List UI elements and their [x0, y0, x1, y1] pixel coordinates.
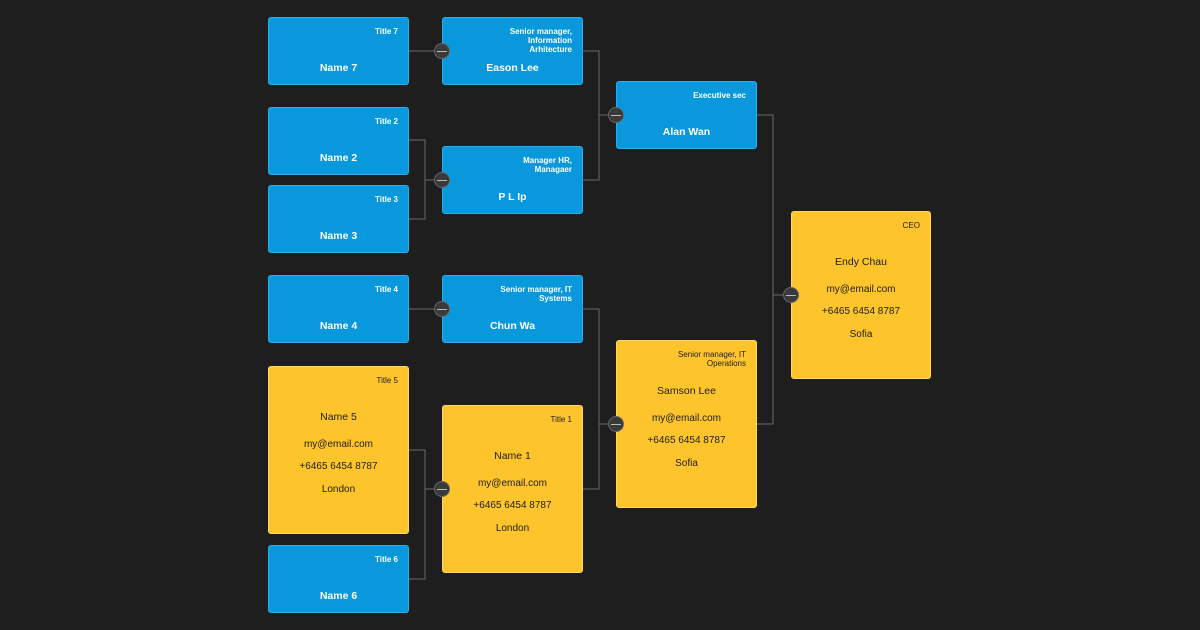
card-name-1[interactable]: Title 1 Name 1 my@email.com +6465 6454 8… [442, 405, 583, 573]
card-name: P L Ip [498, 191, 527, 203]
card-name-5[interactable]: Title 5 Name 5 my@email.com +6465 6454 8… [268, 366, 409, 534]
card-title: Executive sec [693, 91, 746, 100]
card-title: Senior manager, IT Systems [500, 285, 572, 303]
card-name-7[interactable]: Title 7 Name 7 [268, 17, 409, 85]
card-phone: +6465 6454 8787 [299, 461, 378, 472]
collapse-toggle-eason[interactable] [434, 43, 450, 59]
collapse-toggle-samson[interactable] [608, 416, 624, 432]
collapse-toggle-name-1[interactable] [434, 481, 450, 497]
card-name: Endy Chau [835, 256, 887, 268]
card-name: Chun Wa [489, 320, 536, 332]
card-pl-ip[interactable]: Manager HR, Managaer P L Ip [442, 146, 583, 214]
card-title: Title 5 [376, 376, 399, 385]
card-title: Title 4 [375, 285, 398, 294]
card-eason-lee[interactable]: Senior manager, Information Arhitecture … [442, 17, 583, 85]
card-email: my@email.com [826, 284, 896, 295]
card-samson-lee[interactable]: Senior manager, IT Operations Samson Lee… [616, 340, 757, 508]
card-title: Title 6 [375, 555, 398, 564]
card-title: CEO [902, 221, 920, 230]
card-name: Name 4 [319, 320, 358, 332]
card-chun-wa[interactable]: Senior manager, IT Systems Chun Wa [442, 275, 583, 343]
card-title: Senior manager, IT Operations [677, 350, 746, 368]
card-name-2[interactable]: Title 2 Name 2 [268, 107, 409, 175]
card-title: Title 7 [375, 27, 398, 36]
card-title: Senior manager, Information Arhitecture [509, 27, 572, 54]
card-email: my@email.com [303, 439, 374, 450]
card-city: London [495, 523, 530, 534]
card-name: Eason Lee [486, 62, 539, 74]
card-city: Sofia [849, 329, 873, 340]
card-name: Alan Wan [662, 126, 711, 138]
card-title: Title 1 [550, 415, 573, 424]
card-name: Name 5 [320, 411, 357, 423]
card-name: Name 6 [319, 590, 358, 602]
card-title: Manager HR, Managaer [523, 156, 572, 174]
card-title: Title 3 [375, 195, 398, 204]
card-name: Name 2 [319, 152, 358, 164]
collapse-toggle-alan[interactable] [608, 107, 624, 123]
card-title: Title 2 [375, 117, 398, 126]
card-city: London [321, 484, 356, 495]
collapse-toggle-ceo[interactable] [783, 287, 799, 303]
card-email: my@email.com [477, 478, 548, 489]
card-name-3[interactable]: Title 3 Name 3 [268, 185, 409, 253]
card-name: Samson Lee [657, 385, 716, 397]
collapse-toggle-chun[interactable] [434, 301, 450, 317]
card-ceo[interactable]: CEO Endy Chau my@email.com +6465 6454 87… [791, 211, 931, 379]
card-name-6[interactable]: Title 6 Name 6 [268, 545, 409, 613]
card-name: Name 1 [494, 450, 531, 462]
card-phone: +6465 6454 8787 [821, 306, 901, 317]
card-name-4[interactable]: Title 4 Name 4 [268, 275, 409, 343]
card-name: Name 7 [319, 62, 358, 74]
card-phone: +6465 6454 8787 [647, 435, 726, 446]
card-name: Name 3 [319, 230, 358, 242]
card-phone: +6465 6454 8787 [473, 500, 552, 511]
card-alan-wan[interactable]: Executive sec Alan Wan [616, 81, 757, 149]
collapse-toggle-pl-ip[interactable] [434, 172, 450, 188]
card-email: my@email.com [651, 413, 722, 424]
card-city: Sofia [675, 458, 698, 469]
